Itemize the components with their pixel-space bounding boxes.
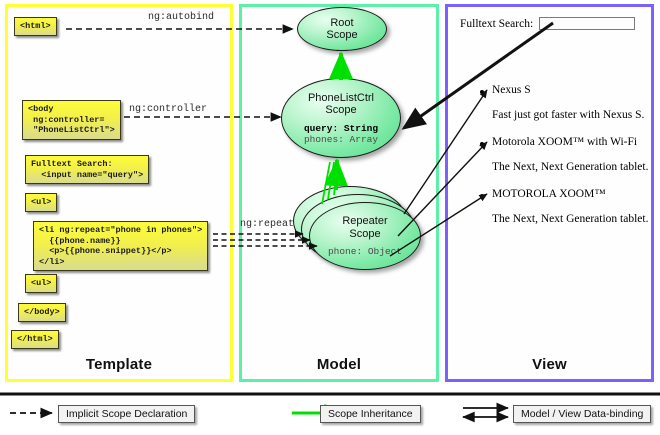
- edge-label-autobind: ng:autobind: [148, 12, 215, 23]
- code-box-search: Fulltext Search: <input name="query">: [25, 155, 150, 184]
- edge-label-repeat: ng:repeat: [240, 219, 295, 230]
- scope-prop-query: query: String: [303, 122, 379, 134]
- scope-prop-phones: phones: Array: [303, 133, 379, 145]
- edge-label-controller: ng:controller: [129, 104, 208, 115]
- view-item-snippet-1: The Next, Next Generation tablet.: [492, 161, 649, 173]
- code-box-ul-open: <ul>: [25, 193, 58, 212]
- view-item-name-1: Motorola XOOM™ with Wi-Fi: [492, 136, 638, 148]
- view-bullet-1: [480, 142, 484, 146]
- view-panel: Fulltext Search: Nexus S Fast just got f…: [452, 11, 649, 375]
- code-box-html-close: </html>: [11, 330, 59, 349]
- code-box-body-open: <body ng:controller= "PhoneListCtrl">: [22, 100, 121, 140]
- column-label-template: Template: [85, 356, 153, 373]
- legend-item-inheritance: Scope Inheritance: [320, 405, 421, 423]
- code-box-html-open: <html>: [14, 17, 57, 36]
- view-search-label: Fulltext Search:: [460, 17, 534, 30]
- view-bullet-0: [480, 90, 484, 94]
- view-search-input[interactable]: [539, 17, 636, 30]
- code-box-ul-close: <ul>: [25, 274, 58, 293]
- scope-phonelistctrl-props: query: String phones: Array: [304, 123, 378, 145]
- view-item-snippet-0: Fast just got faster with Nexus S.: [492, 109, 645, 121]
- scope-prop-phone: phone: Object: [327, 246, 403, 257]
- legend: Implicit Scope Declaration Scope Inherit…: [0, 392, 660, 435]
- view-bullet-2: [480, 194, 484, 198]
- column-label-view: View: [532, 356, 567, 373]
- view-item-snippet-2: The Next, Next Generation tablet.: [492, 213, 649, 225]
- legend-item-implicit: Implicit Scope Declaration: [58, 405, 196, 423]
- column-label-model: Model: [316, 356, 362, 373]
- view-item-name-2: MOTOROLA XOOM™: [492, 188, 606, 200]
- view-search-row: Fulltext Search:: [460, 17, 636, 30]
- code-box-body-close: </body>: [18, 303, 66, 322]
- view-item-name-0: Nexus S: [492, 84, 531, 96]
- scope-repeater-props: phone: Object: [328, 246, 402, 257]
- legend-item-databinding: Model / View Data-binding: [513, 405, 652, 423]
- code-box-li-repeat: <li ng:repeat="phone in phones"> {{phone…: [33, 221, 209, 271]
